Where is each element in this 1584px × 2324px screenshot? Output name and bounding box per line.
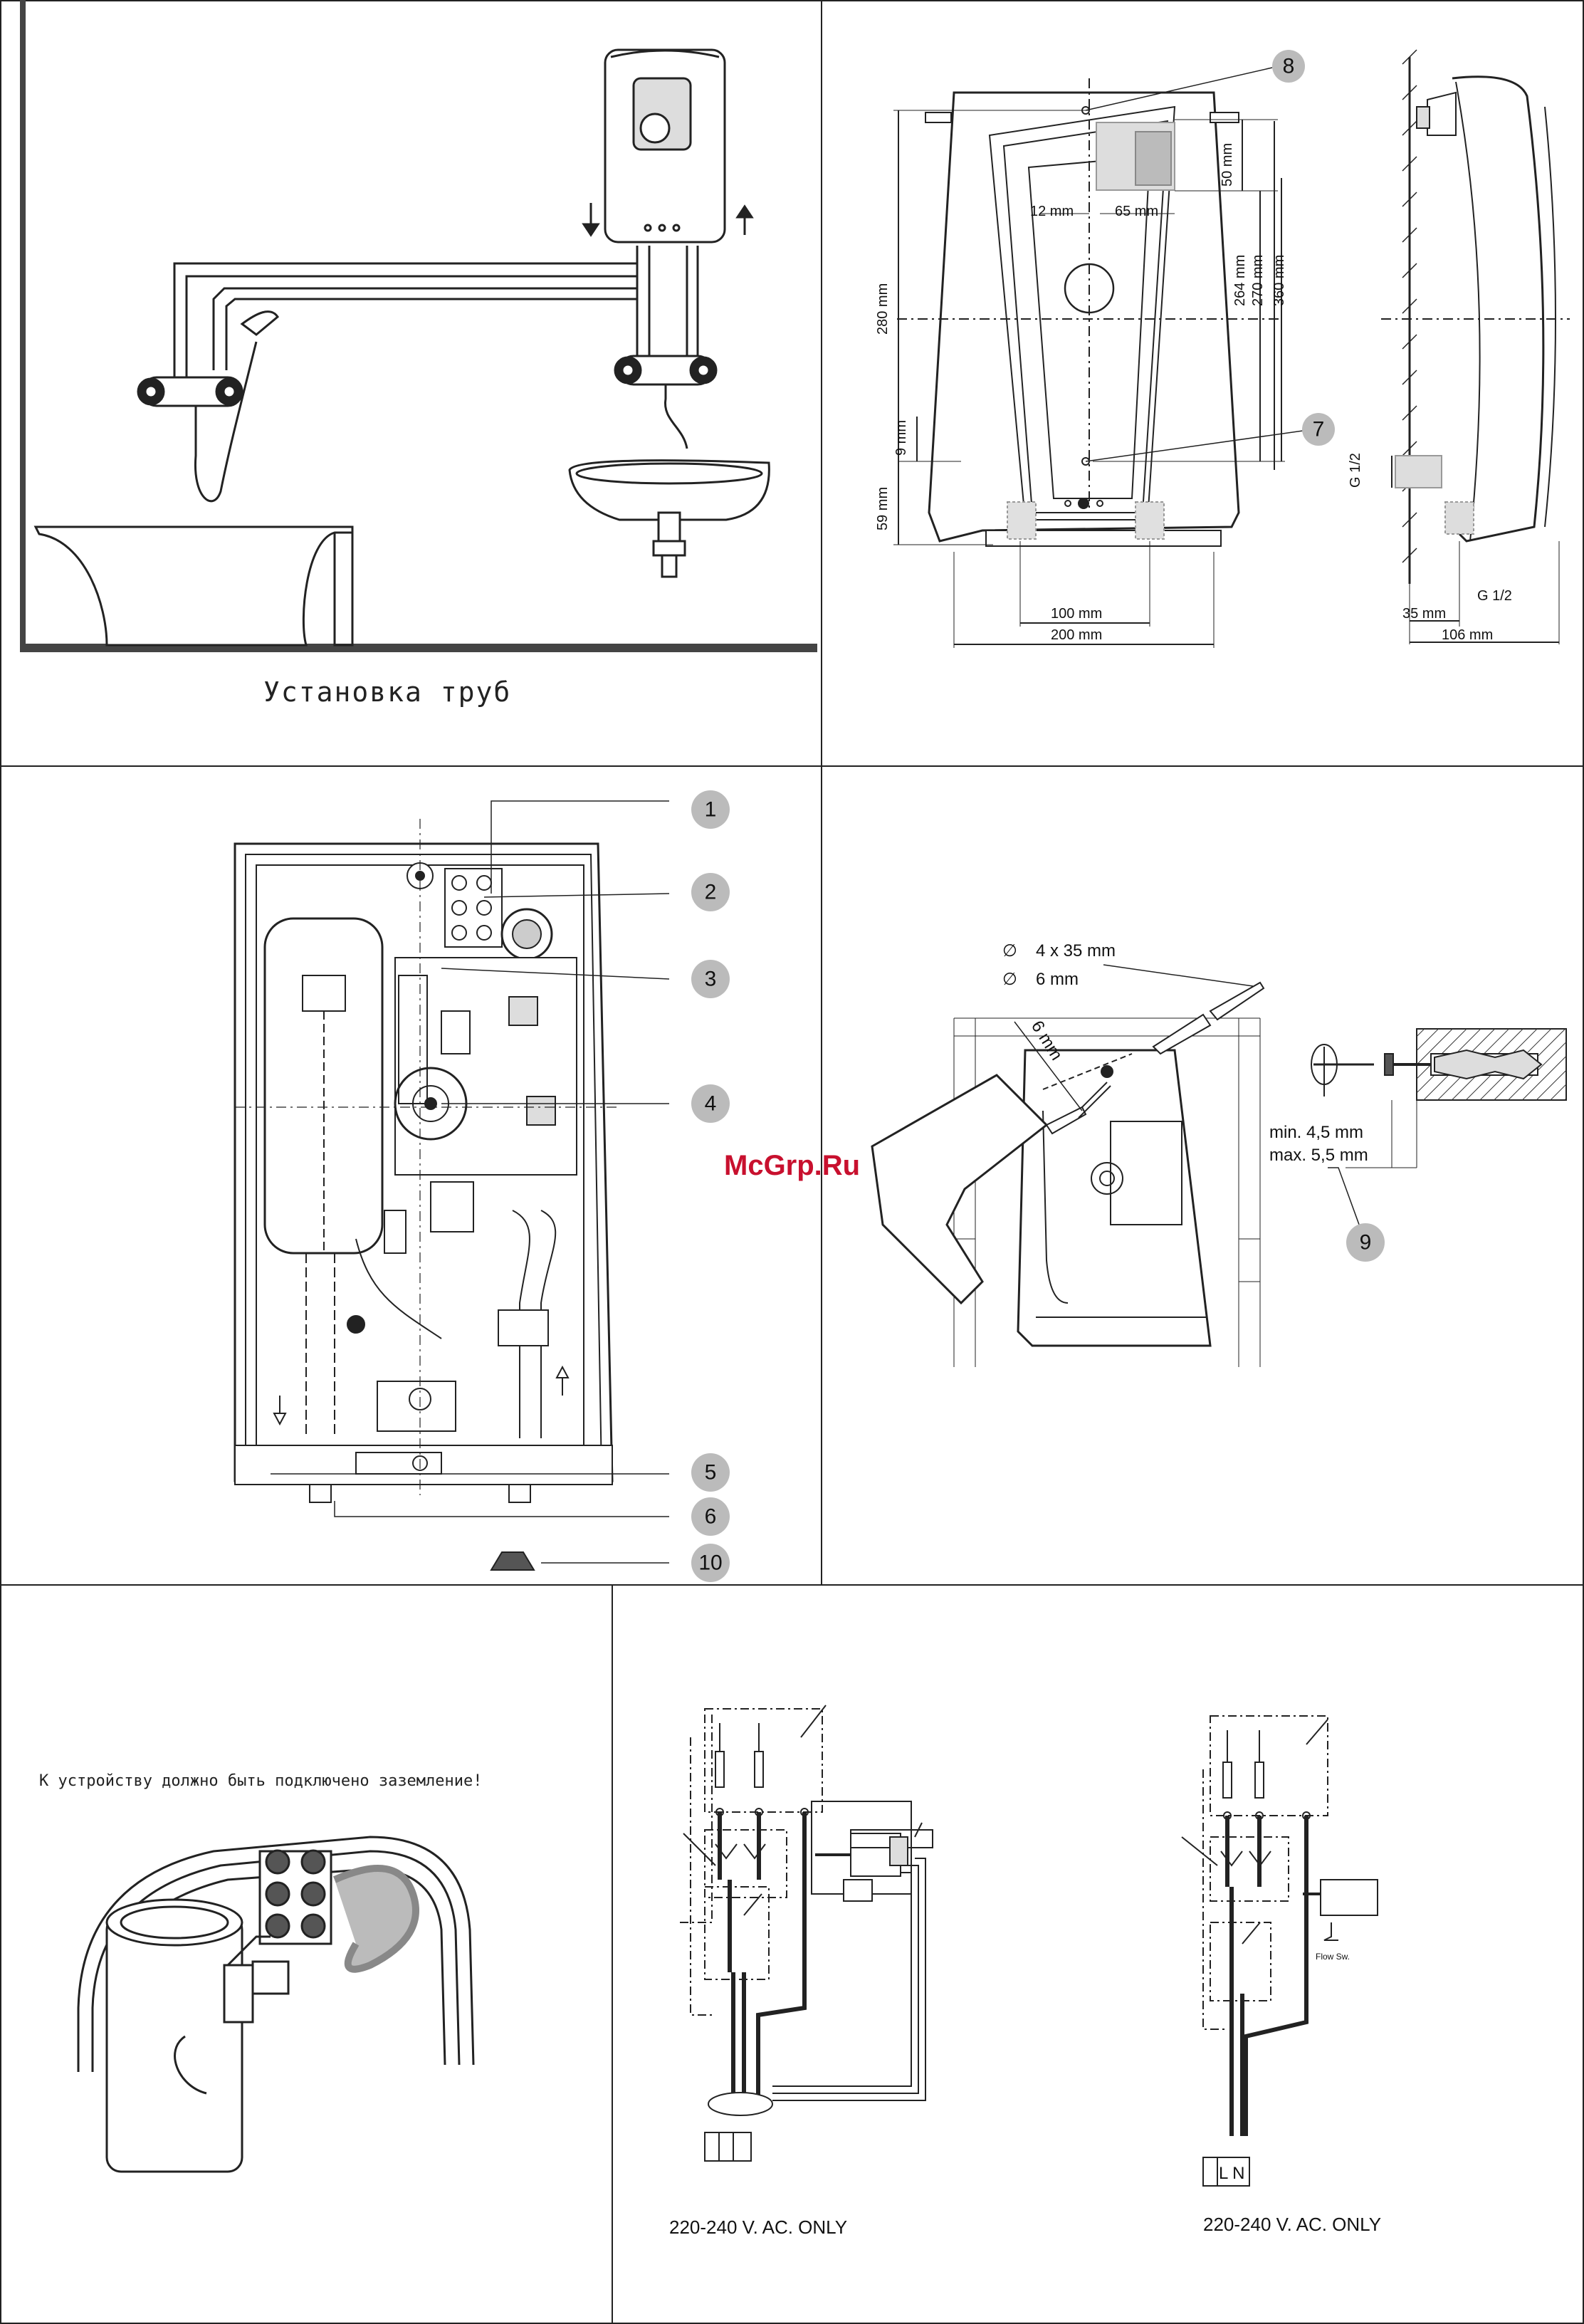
min-depth: min. 4,5 mm bbox=[1269, 1123, 1363, 1142]
flow-switch-label: Flow Sw. bbox=[1316, 1952, 1350, 1962]
dim-360: 360 mm bbox=[1271, 255, 1287, 306]
dim-200: 200 mm bbox=[1051, 627, 1102, 643]
dim-50: 50 mm bbox=[1220, 143, 1235, 187]
svg-text:2: 2 bbox=[705, 881, 717, 904]
dim-g12-bottom: G 1/2 bbox=[1477, 588, 1512, 604]
pipe-install-title: Установка труб bbox=[263, 676, 511, 708]
internals-drawing bbox=[235, 801, 669, 1570]
callout-10: 10 bbox=[691, 1544, 730, 1582]
dim-65: 65 mm bbox=[1115, 204, 1158, 219]
wiring-left-voltage: 220-240 V. AC. ONLY bbox=[669, 2216, 847, 2238]
wiring-left bbox=[676, 1705, 933, 2161]
diameter-symbol-screw: ∅ bbox=[1002, 941, 1017, 961]
svg-text:1: 1 bbox=[705, 798, 717, 822]
callout-2: 2 bbox=[691, 873, 730, 911]
diameter-symbol-drill: ∅ bbox=[1002, 970, 1017, 989]
svg-text:8: 8 bbox=[1283, 55, 1295, 78]
dim-59: 59 mm bbox=[875, 487, 891, 530]
internals-callouts: 1 2 3 4 5 6 10 bbox=[691, 790, 730, 1582]
callout-8: 8 bbox=[1272, 50, 1305, 83]
dim-g12-left: G 1/2 bbox=[1348, 453, 1363, 488]
dim-12: 12 mm bbox=[1030, 204, 1074, 219]
wiring-right bbox=[1182, 1716, 1378, 2186]
callout-3: 3 bbox=[691, 960, 730, 998]
callout-5: 5 bbox=[691, 1453, 730, 1492]
dim-100: 100 mm bbox=[1051, 606, 1102, 622]
drill-size: 6 mm bbox=[1036, 970, 1079, 989]
svg-text:10: 10 bbox=[698, 1551, 722, 1575]
dim-264: 264 mm bbox=[1232, 255, 1248, 306]
dim-106: 106 mm bbox=[1442, 627, 1493, 643]
dimensions-drawing bbox=[893, 50, 1570, 648]
terminal-labels: L N bbox=[1219, 2164, 1244, 2183]
callout-1: 1 bbox=[691, 790, 730, 829]
drilling-drawing bbox=[872, 965, 1566, 1367]
svg-text:7: 7 bbox=[1313, 418, 1325, 441]
svg-text:6: 6 bbox=[705, 1505, 717, 1529]
grounding-note: К устройству должно быть подключено зазе… bbox=[39, 1772, 483, 1790]
dim-280: 280 mm bbox=[875, 283, 891, 335]
svg-text:9: 9 bbox=[1360, 1231, 1372, 1255]
svg-text:4: 4 bbox=[705, 1092, 717, 1116]
dim-9: 9 mm bbox=[893, 420, 909, 456]
pipe-install-illustration bbox=[20, 0, 817, 652]
svg-text:5: 5 bbox=[705, 1461, 717, 1485]
dim-35: 35 mm bbox=[1402, 606, 1446, 622]
wiring-right-voltage: 220-240 V. AC. ONLY bbox=[1203, 2214, 1381, 2235]
callout-7: 7 bbox=[1302, 413, 1335, 446]
dim-270: 270 mm bbox=[1250, 255, 1266, 306]
callout-6: 6 bbox=[691, 1497, 730, 1536]
grounding-drawing bbox=[78, 1837, 473, 2172]
callout-9: 9 bbox=[1346, 1223, 1385, 1262]
callout-4: 4 bbox=[691, 1084, 730, 1123]
screw-size: 4 x 35 mm bbox=[1036, 941, 1116, 961]
svg-text:3: 3 bbox=[705, 968, 717, 991]
max-depth: max. 5,5 mm bbox=[1269, 1146, 1368, 1165]
watermark: McGrp.Ru bbox=[724, 1150, 860, 1181]
